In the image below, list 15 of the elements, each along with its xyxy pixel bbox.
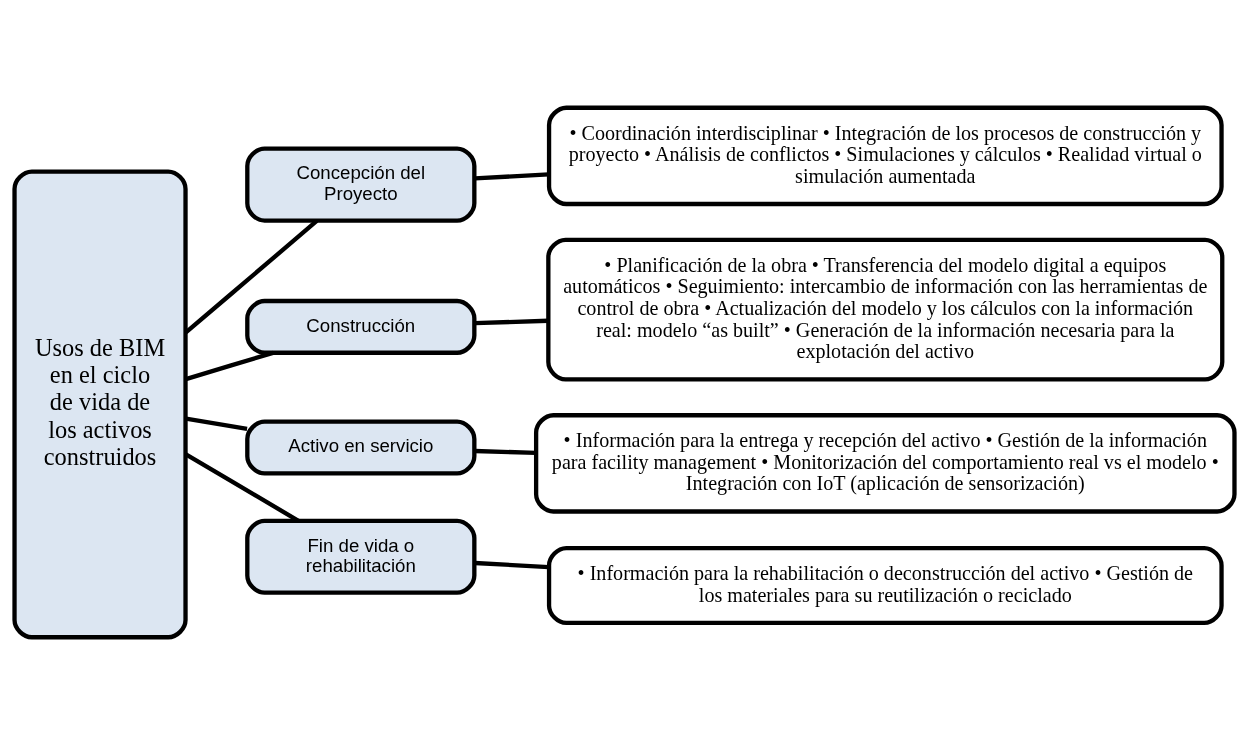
connector [185, 415, 248, 431]
node-box: Concepción del Proyecto [245, 146, 477, 223]
node-box: Construcción [245, 298, 477, 355]
node-box: Usos de BIM en el ciclo de vida de los activos construidos [12, 169, 188, 639]
connector [474, 318, 549, 325]
connector [474, 171, 549, 181]
node-box: • Coordinación interdisciplinar • Integración de los procesos de construcción y proyecto • Análisis de conflictos • Simulaciones y cálculos • Realidad virtual o simulación aumentada [546, 105, 1224, 206]
node-box: • Planificación de la obra • Transferencia del modelo digital a equipos automáticos • Seguimiento: intercambio de información con las herramientas de control de obra • Actualización del modelo y los cálculos con la información real: modelo “as built” • Generación de la información necesaria para la explotación del activo [546, 237, 1225, 381]
connector [474, 560, 549, 569]
node-box: Fin de vida o rehabilitación [245, 518, 477, 595]
node-box: Activo en servicio [245, 419, 477, 476]
connector [474, 448, 536, 455]
connector [185, 350, 274, 381]
node-box: • Información para la rehabilitación o deconstrucción del activo • Gestión de los materiales para su reutilización o reciclado [546, 545, 1224, 625]
node-box: • Información para la entrega y recepción del activo • Gestión de la información para facility management • Monitorización del comportamiento real vs el modelo • Integración con IoT (aplicación de sensorización) [533, 412, 1237, 514]
